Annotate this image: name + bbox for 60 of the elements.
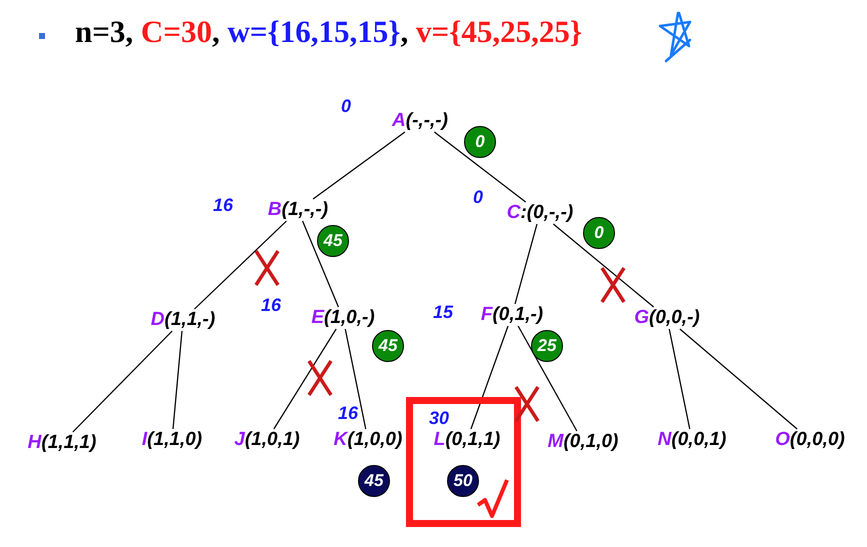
tree-edge: [172, 330, 183, 430]
tree-edge: [302, 220, 339, 308]
value-badge: 45: [317, 225, 349, 257]
state-tuple: (1,-,-): [282, 199, 328, 220]
node-letter: I: [142, 429, 148, 450]
state-tuple: :(0,-,-): [520, 202, 574, 223]
title: n=3, C=30, w={16,15,15}, v={45,25,25}: [75, 14, 582, 50]
tree-edge: [668, 328, 690, 430]
weight-label: 16: [260, 295, 282, 315]
state-tuple: (1,0,1): [244, 429, 300, 450]
tree-edge: [434, 132, 526, 202]
node-letter: M: [548, 431, 564, 452]
state-tuple: (1,0,-): [324, 307, 375, 328]
tree-edge: [514, 224, 538, 304]
node-letter: F: [480, 304, 492, 325]
value-badge: 45: [358, 465, 390, 497]
weight-label: 0: [341, 96, 351, 116]
weight-label: 16: [338, 403, 358, 423]
value-badge: 0: [583, 217, 615, 249]
state-tuple: (0,0,1): [671, 429, 726, 450]
state-tuple: (1,1,0): [147, 429, 202, 450]
node-letter: G: [634, 307, 650, 328]
tree-edge: [344, 328, 366, 430]
state-tuple: (-,-,-): [406, 110, 448, 131]
node-letter: J: [234, 429, 245, 450]
weight-label: 30: [428, 408, 450, 428]
tree-edge: [72, 330, 173, 432]
weight-label: 15: [432, 302, 454, 322]
node-letter: C: [506, 202, 520, 223]
value-badge: 25: [531, 330, 563, 362]
node-letter: A: [392, 110, 406, 131]
state-tuple: (1,1,1): [41, 432, 96, 453]
node-letter: B: [268, 199, 282, 220]
state-tuple: (0,1,-): [492, 304, 544, 325]
tree-edge: [470, 326, 509, 430]
state-tuple: (0,0,-): [649, 307, 700, 328]
tree-edge: [680, 328, 798, 430]
state-tuple: (0,0,0): [790, 429, 845, 450]
tree-edge: [273, 328, 337, 430]
node-letter: O: [775, 429, 790, 450]
node-letter: H: [28, 432, 42, 453]
node-letter: K: [334, 429, 348, 450]
node-letter: N: [658, 429, 672, 450]
state-tuple: (1,0,0): [347, 429, 402, 450]
value-badge: 0: [464, 126, 496, 158]
state-tuple: (0,1,0): [563, 431, 618, 452]
node-letter: E: [311, 307, 324, 328]
tree-edge: [194, 220, 287, 310]
tree-edge: [518, 326, 578, 432]
state-tuple: (0,1,1): [445, 429, 500, 450]
state-tuple: (1,1,-): [164, 309, 216, 330]
value-badge: 50: [447, 465, 479, 497]
value-badge: 45: [372, 330, 404, 362]
node-letter: D: [150, 309, 165, 330]
node-letter: L: [434, 429, 446, 450]
tree-edge: [312, 132, 406, 200]
tree-edge: [552, 224, 654, 308]
highlight-box: [406, 397, 521, 527]
weight-label: 0: [473, 187, 483, 207]
weight-label: 16: [212, 195, 234, 215]
